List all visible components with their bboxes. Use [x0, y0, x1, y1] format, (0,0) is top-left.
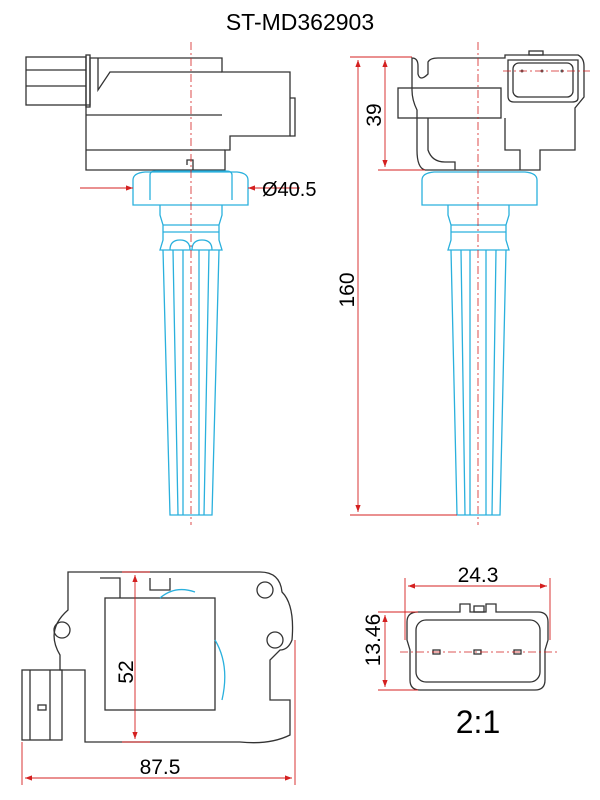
body-height-label: 52 — [115, 660, 138, 683]
top-view: 52 87.5 — [21, 571, 296, 785]
front-view-right: 160 39 — [336, 42, 590, 525]
connector-detail: 24.3 13.46 2:1 — [362, 564, 560, 740]
flange-diameter-label: Ø40.5 — [262, 179, 316, 201]
connector-width-label: 24.3 — [458, 564, 499, 587]
total-length-label: 160 — [336, 272, 359, 307]
head-height-label: 39 — [363, 103, 386, 126]
side-view-left: Ø40.5 — [25, 42, 316, 525]
body-width-label: 87.5 — [140, 756, 181, 779]
part-number-title: ST-MD362903 — [226, 9, 374, 35]
connector-height-label: 13.46 — [362, 614, 385, 667]
scale-label: 2:1 — [456, 704, 500, 740]
